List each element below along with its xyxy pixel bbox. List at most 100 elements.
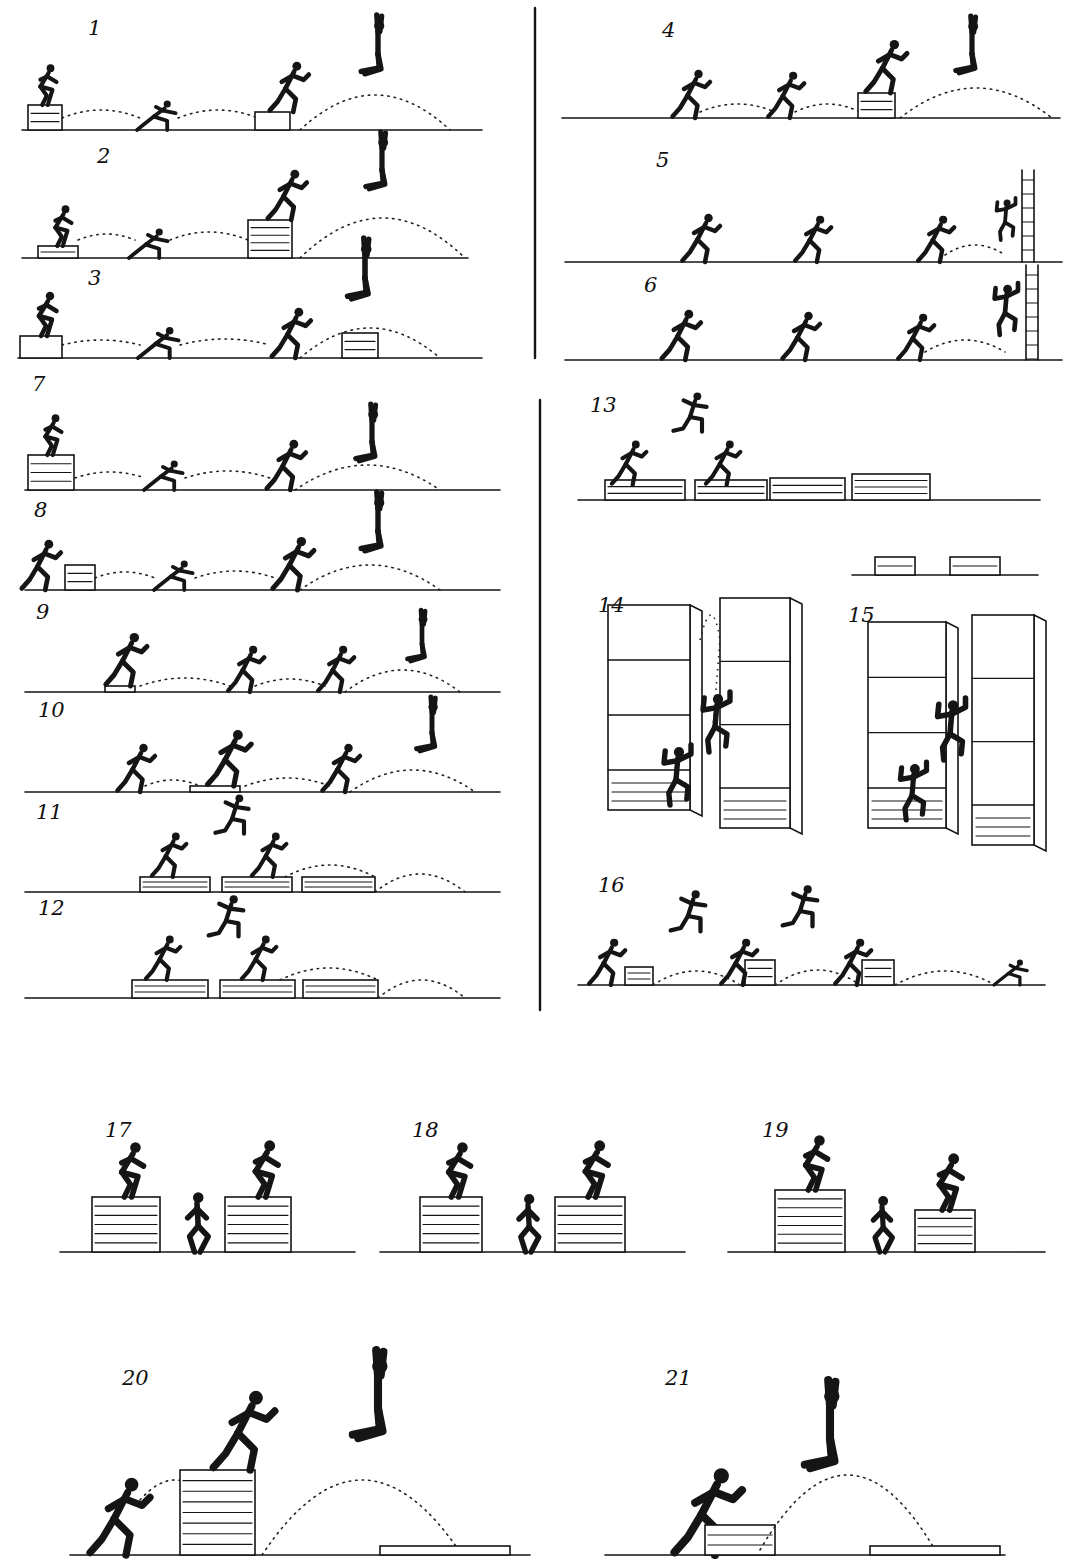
athlete-figure (45, 423, 53, 437)
jump-trajectory (700, 615, 720, 740)
athlete-figure (318, 670, 332, 690)
column-step (724, 818, 786, 819)
jump-trajectory (350, 770, 475, 792)
jump-box (303, 980, 378, 998)
ground-line (25, 489, 500, 491)
jump-trajectory (295, 465, 440, 490)
jump-trajectory (375, 874, 465, 892)
box-stripe (305, 881, 372, 882)
athlete-figure (232, 819, 244, 834)
athlete-figure (284, 322, 295, 328)
athlete-figure (339, 657, 354, 662)
athlete-figure (695, 82, 711, 87)
jump-trajectory (900, 88, 1052, 118)
jump-trajectory (300, 565, 440, 590)
box-stripe (31, 481, 71, 482)
box-stripe (855, 480, 927, 481)
box-stripe (778, 1207, 842, 1208)
athlete-head (172, 833, 180, 841)
athlete-head (47, 64, 55, 72)
athlete-figure (519, 1210, 528, 1219)
athlete-head (948, 700, 959, 711)
athlete-figure (586, 1171, 603, 1197)
athlete-figure (138, 344, 156, 358)
athlete-figure (295, 321, 311, 326)
athlete-figure (40, 87, 52, 105)
jump-box (302, 877, 375, 892)
callout-number: 15 (848, 605, 875, 626)
column-joint (868, 677, 946, 678)
athlete-figure (154, 577, 171, 590)
box-stripe (861, 101, 892, 102)
athlete-figure (55, 228, 67, 246)
athlete-figure (449, 1172, 465, 1197)
ground-line (25, 791, 500, 793)
athlete-head (1004, 199, 1011, 206)
athlete-figure (783, 338, 798, 359)
athlete-head (125, 1478, 139, 1492)
athlete-figure (789, 83, 804, 88)
athlete-head (230, 895, 238, 903)
athlete-figure (133, 770, 143, 793)
ladder-rung (1026, 358, 1038, 359)
athlete-figure (166, 856, 175, 877)
athlete-figure (114, 1519, 130, 1555)
athlete-figure (146, 959, 160, 978)
ladder-rung (1026, 316, 1038, 317)
ladder-rung (1026, 288, 1038, 289)
athlete-figure (270, 89, 286, 111)
athlete-figure (449, 1154, 460, 1173)
athlete-figure (256, 1157, 266, 1162)
athlete-figure (45, 437, 51, 455)
athlete-figure (285, 89, 295, 112)
athlete-figure (420, 733, 435, 751)
athlete-head (1017, 960, 1023, 966)
athlete-figure (45, 553, 61, 558)
box-stripe (225, 881, 289, 882)
athlete-figure (604, 963, 614, 985)
athlete-head (193, 1192, 204, 1203)
box-stripe (855, 486, 927, 487)
athlete-figure (708, 727, 715, 752)
jump-trajectory (345, 670, 460, 692)
athlete-figure (890, 53, 907, 59)
athlete-figure (705, 226, 721, 231)
jump-trajectory (140, 678, 230, 686)
athlete-figure (282, 467, 292, 490)
jump-box (950, 557, 1000, 575)
jump-trajectory (62, 110, 140, 118)
column-step (724, 800, 786, 801)
ground-line (562, 117, 1060, 119)
box-stripe (68, 581, 92, 582)
box-stripe (251, 242, 289, 243)
athlete-figure (736, 963, 746, 985)
box-stripe (778, 1225, 842, 1226)
callout-number: 11 (36, 802, 63, 823)
ground-line (22, 129, 482, 131)
athlete-head (457, 1142, 468, 1153)
column-joint (720, 787, 790, 788)
jump-box (870, 1546, 1000, 1555)
box-stripe (558, 1233, 622, 1234)
athlete-head (344, 744, 353, 753)
jump-trajectory (185, 471, 270, 478)
box-stripe (865, 976, 891, 977)
athlete-head (361, 244, 372, 255)
athlete-figure (243, 670, 253, 692)
athlete-figure (675, 1515, 702, 1553)
athlete-figure (940, 1184, 949, 1210)
athlete-head (948, 1153, 959, 1164)
ladder-rung (1026, 302, 1038, 303)
athlete-figure (130, 646, 147, 652)
ground-line (25, 589, 500, 591)
athlete-figure (688, 96, 698, 119)
athlete-figure (122, 661, 133, 686)
athlete-figure (685, 323, 701, 328)
athlete-figure (256, 1171, 273, 1197)
athlete-figure (45, 427, 52, 430)
athlete-figure (272, 335, 288, 357)
athlete-figure (695, 1492, 714, 1503)
box-stripe (698, 493, 764, 494)
athlete-head (610, 939, 618, 947)
